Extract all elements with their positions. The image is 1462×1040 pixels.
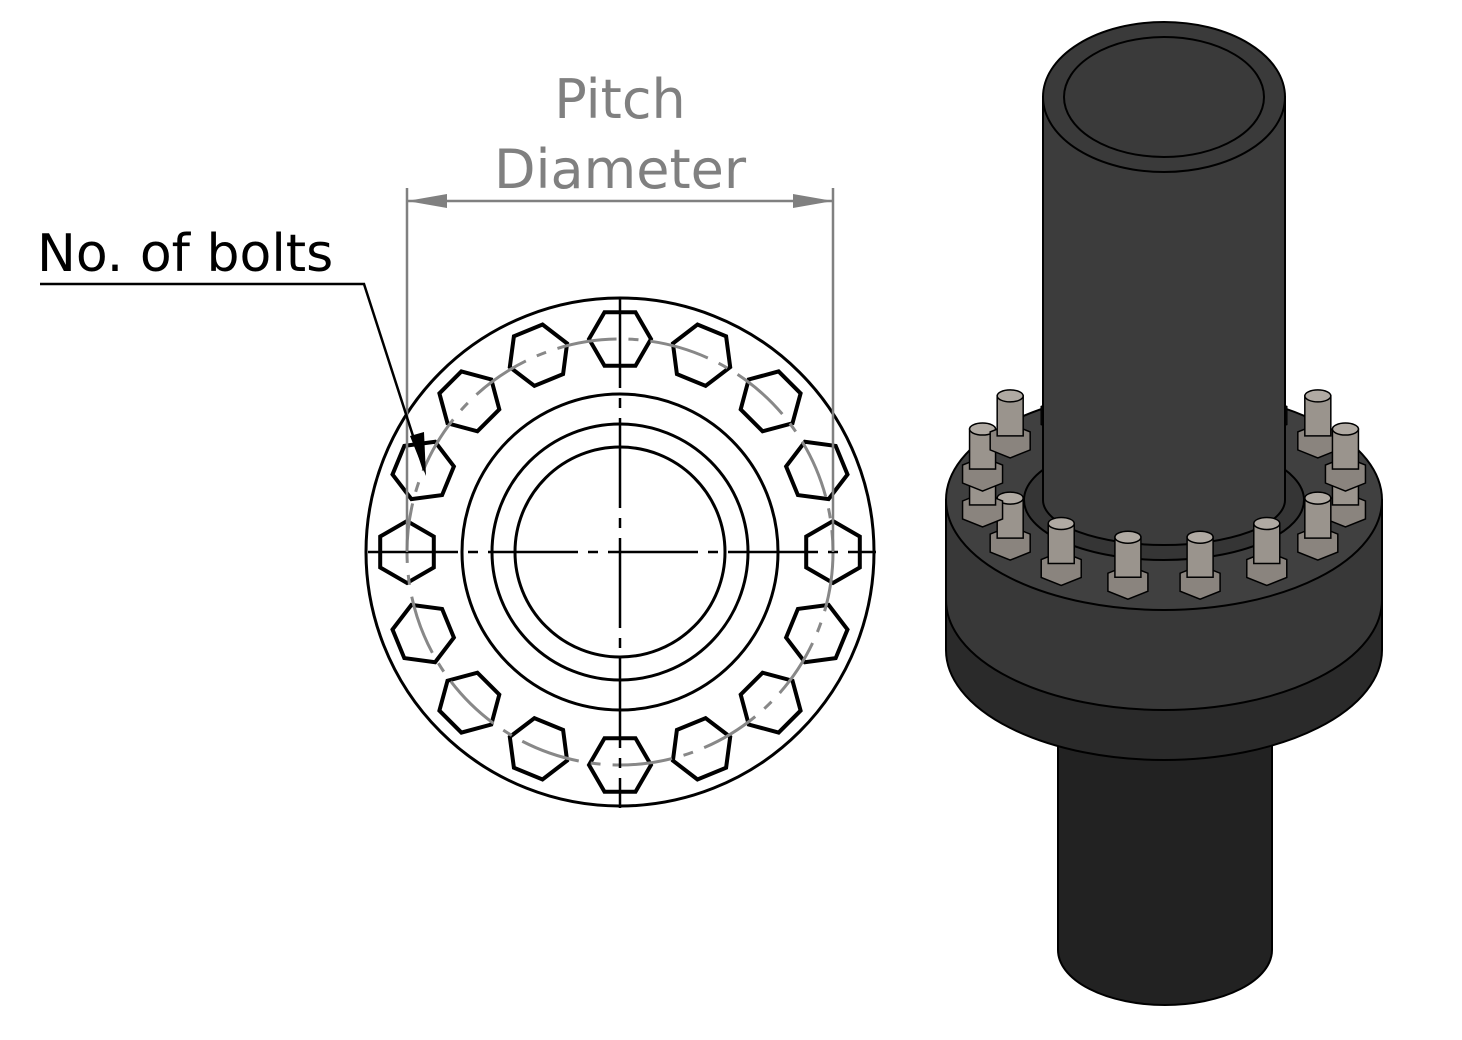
bolt-3d [1246,516,1288,587]
bolt-hexagon [738,670,803,735]
arrowhead-left [407,194,447,208]
bolt-hexagon [586,310,654,368]
pitch-label-line1: Pitch [554,68,685,131]
bolt-3d [961,422,1004,492]
bolt-hexagon [738,369,803,434]
pitch-label-line2: Diameter [494,138,747,201]
bolt-3d [1324,422,1367,492]
bolt-hexagon [586,736,654,794]
pitch-diameter-dimension [405,188,835,552]
flange-3d-view [945,21,1383,1006]
bolt-3d [1297,389,1339,459]
upper-pipe-bore [1063,36,1265,158]
bolt-hexagon [783,439,850,502]
bolts-leader [40,282,426,476]
bolt-hexagon [437,670,502,735]
bolt-3d [1107,530,1149,601]
bolt-3d [1040,516,1082,587]
bolt-hexagon [804,518,862,586]
bolt-hexagon [783,602,850,665]
bolt-hexagon [507,715,570,782]
leader-arrowhead [410,432,426,476]
arrowhead-right [793,194,833,208]
bolts-front [961,389,1367,601]
bolt-hexagon [437,369,502,434]
lower-pipe [1057,729,1273,1006]
bolt-hexagon [507,322,570,389]
bolt-3d [1297,491,1339,561]
bolt-3d [1179,530,1221,601]
bolt-hexagon [390,439,457,502]
bolt-hexagon [670,322,733,389]
bolt-3d [989,389,1031,459]
flange-plan-view [364,296,876,808]
bolts-label: No. of bolts [37,224,333,284]
bolt-hexagon [390,602,457,665]
bolt-hexagon [670,715,733,782]
